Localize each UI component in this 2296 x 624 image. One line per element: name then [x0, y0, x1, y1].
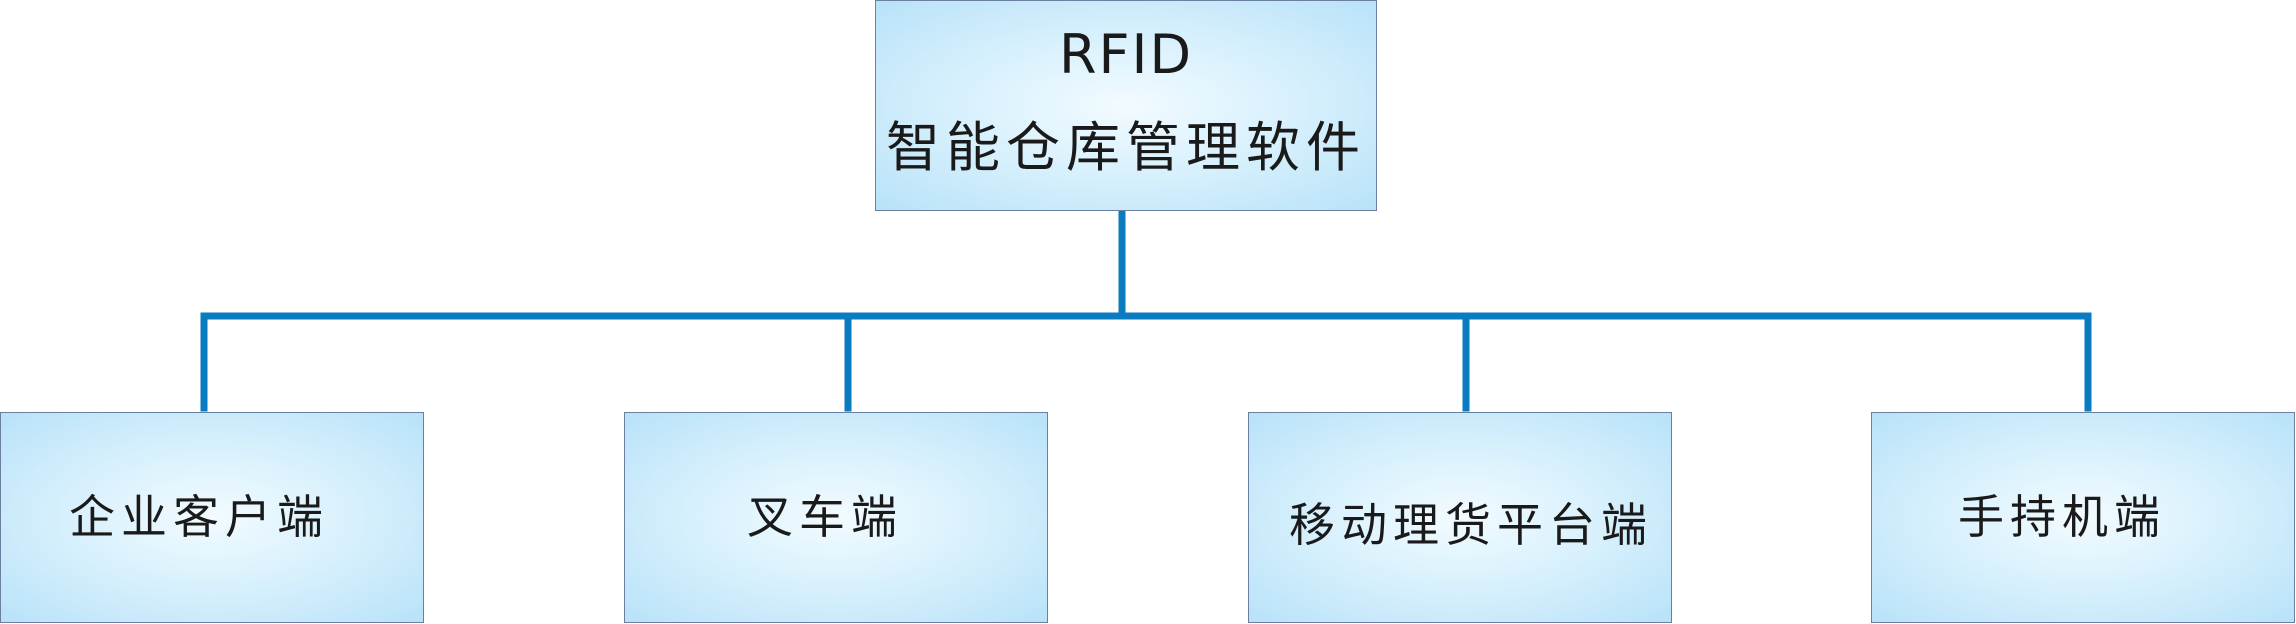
child-node-label: 移动理货平台端	[1289, 498, 1653, 552]
root-node: RFID 智能仓库管理软件	[875, 0, 1377, 211]
child-node-label: 手持机端	[1958, 490, 2166, 544]
child-node-enterprise-client: 企业客户端	[0, 412, 424, 623]
root-title-line-1: RFID	[1058, 23, 1194, 86]
child-node-label: 企业客户端	[69, 490, 329, 544]
connector-group	[200, 207, 2092, 412]
child-node-handheld: 手持机端	[1871, 412, 2295, 623]
child-node-mobile-tally-platform: 移动理货平台端	[1248, 412, 1672, 623]
child-node-label: 叉车端	[747, 490, 903, 544]
child-node-forklift: 叉车端	[624, 412, 1048, 623]
root-title-line-2: 智能仓库管理软件	[886, 116, 1366, 179]
